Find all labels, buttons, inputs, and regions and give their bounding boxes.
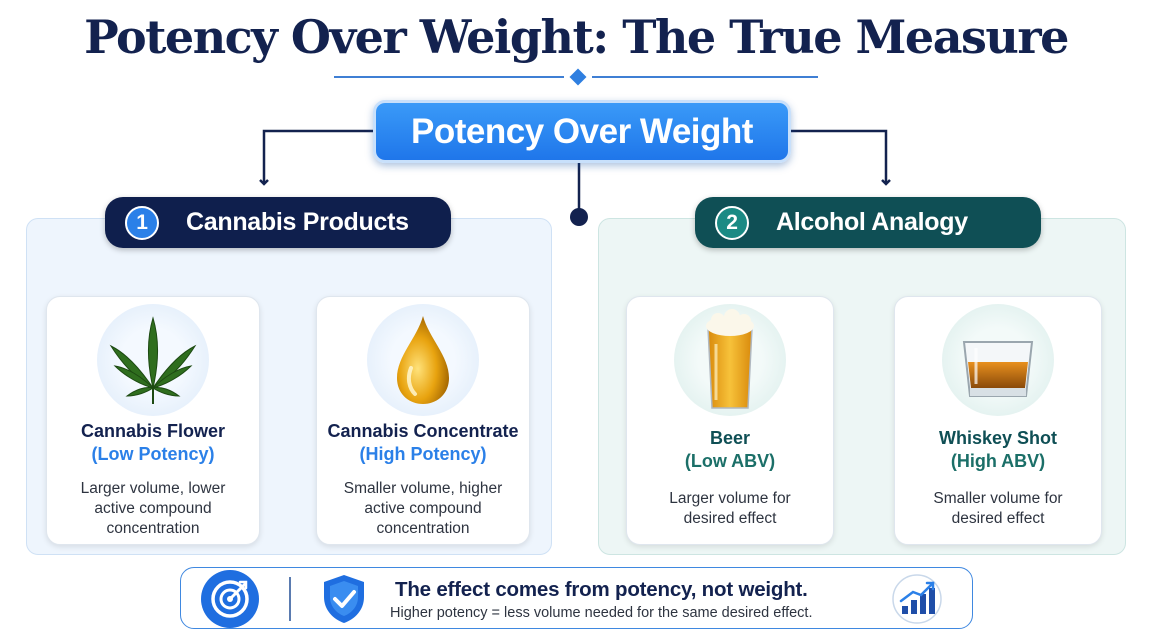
whiskey-glass-icon bbox=[942, 304, 1054, 416]
card-subtitle: (Low Potency) bbox=[91, 444, 215, 464]
card-description: Larger volume, lower active compound con… bbox=[80, 480, 226, 537]
category-label: Cannabis Products bbox=[186, 208, 409, 236]
card-beer: Beer (Low ABV) Larger volume for desired… bbox=[626, 296, 834, 545]
card-title: Beer bbox=[709, 428, 751, 448]
card-description: Smaller volume, higher active compound c… bbox=[343, 480, 503, 537]
card-title: Whiskey Shot bbox=[938, 428, 1058, 448]
category-number-badge: 2 bbox=[715, 205, 749, 240]
growth-chart-icon bbox=[892, 574, 942, 624]
banner-separator bbox=[289, 577, 291, 621]
root-node: Potency Over Weight bbox=[373, 100, 791, 163]
target-icon bbox=[201, 570, 259, 628]
category-cannabis-products: 1 Cannabis Products bbox=[105, 197, 451, 248]
category-alcohol-analogy: 2 Alcohol Analogy bbox=[695, 197, 1041, 248]
title-rule-left bbox=[334, 76, 564, 78]
card-description: Smaller volume for desired effect bbox=[933, 490, 1063, 527]
title-rule-right bbox=[592, 76, 818, 78]
card-description: Larger volume for desired effect bbox=[669, 490, 791, 527]
oil-drop-icon bbox=[367, 304, 479, 416]
summary-banner: The effect comes from potency, not weigh… bbox=[180, 567, 973, 629]
shield-check-icon bbox=[324, 575, 364, 623]
cannabis-leaf-icon bbox=[97, 304, 209, 416]
card-title: Cannabis Flower bbox=[80, 421, 226, 441]
root-label: Potency Over Weight bbox=[411, 111, 753, 151]
card-cannabis-concentrate: Cannabis Concentrate (High Potency) Smal… bbox=[316, 296, 530, 545]
category-label: Alcohol Analogy bbox=[776, 208, 968, 236]
card-subtitle: (High ABV) bbox=[950, 451, 1046, 471]
card-subtitle: (Low ABV) bbox=[684, 451, 776, 471]
card-cannabis-flower: Cannabis Flower (Low Potency) Larger vol… bbox=[46, 296, 260, 545]
banner-sub-text: Higher potency = less volume needed for … bbox=[390, 605, 813, 621]
card-title: Cannabis Concentrate bbox=[327, 421, 519, 441]
category-number-badge: 1 bbox=[125, 205, 159, 240]
card-whiskey-shot: Whiskey Shot (High ABV) Smaller volume f… bbox=[894, 296, 1102, 545]
page-title: Potency Over Weight: The True Measure bbox=[84, 10, 1069, 64]
beer-glass-icon bbox=[674, 304, 786, 416]
card-subtitle: (High Potency) bbox=[359, 444, 487, 464]
banner-main-text: The effect comes from potency, not weigh… bbox=[395, 578, 808, 601]
